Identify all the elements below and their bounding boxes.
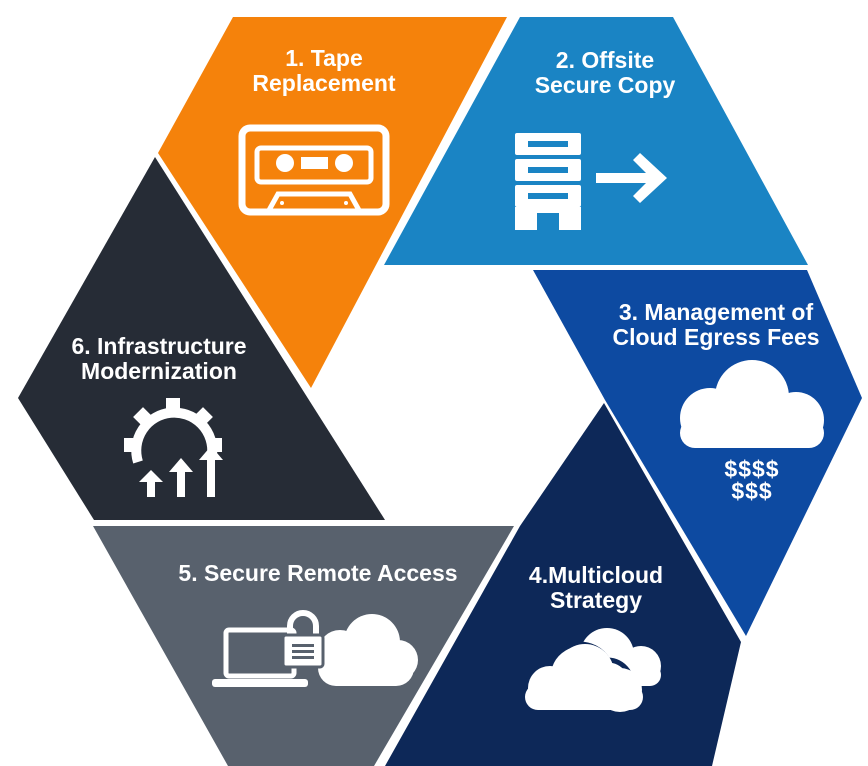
segment-remote-label-line-1: 5. Secure Remote Access — [178, 560, 458, 586]
segment-tape-label-line-2: Replacement — [252, 70, 396, 96]
segment-offsite-label-line-1: 2. Offsite — [555, 47, 655, 73]
server-arrow-icon — [515, 133, 667, 230]
segment-infra-label: 6. Infrastructure Modernization — [54, 334, 264, 384]
segment-multicloud-label: 4.Multicloud Strategy — [496, 563, 696, 613]
egress-dollars-line-1: $$$$ — [724, 456, 780, 482]
segment-offsite-label: 2. Offsite Secure Copy — [500, 48, 710, 98]
segment-tape-label-line-1: 1. Tape — [285, 45, 363, 71]
egress-dollar-signs: $$$$ $$$ — [700, 456, 804, 504]
cloud-money-icon — [680, 360, 824, 448]
egress-dollars-line-2: $$$ — [731, 478, 773, 504]
segment-tape-label: 1. Tape Replacement — [234, 46, 414, 96]
segment-infra-shape — [18, 157, 385, 520]
segment-remote-label: 5. Secure Remote Access — [148, 561, 488, 586]
segment-egress-label-line-2: Cloud Egress Fees — [612, 324, 820, 350]
segment-egress-label: 3. Management of Cloud Egress Fees — [566, 300, 866, 350]
segment-multicloud-label-line-2: Strategy — [549, 587, 643, 613]
segment-egress-shape — [533, 270, 862, 636]
segment-offsite-shape — [384, 17, 808, 265]
segment-infra-label-line-1: 6. Infrastructure — [71, 333, 247, 359]
segment-multicloud-label-line-1: 4.Multicloud — [528, 562, 664, 588]
segment-tape-shape — [158, 17, 507, 388]
laptop-lock-cloud-icon — [212, 610, 418, 687]
segment-offsite-label-line-2: Secure Copy — [534, 72, 676, 98]
segment-egress-label-line-1: 3. Management of — [618, 299, 814, 325]
gear-arrows-icon — [124, 398, 223, 497]
cassette-tape-icon — [238, 124, 390, 216]
clouds-icon — [523, 628, 661, 712]
segment-infra-label-line-2: Modernization — [81, 358, 237, 384]
